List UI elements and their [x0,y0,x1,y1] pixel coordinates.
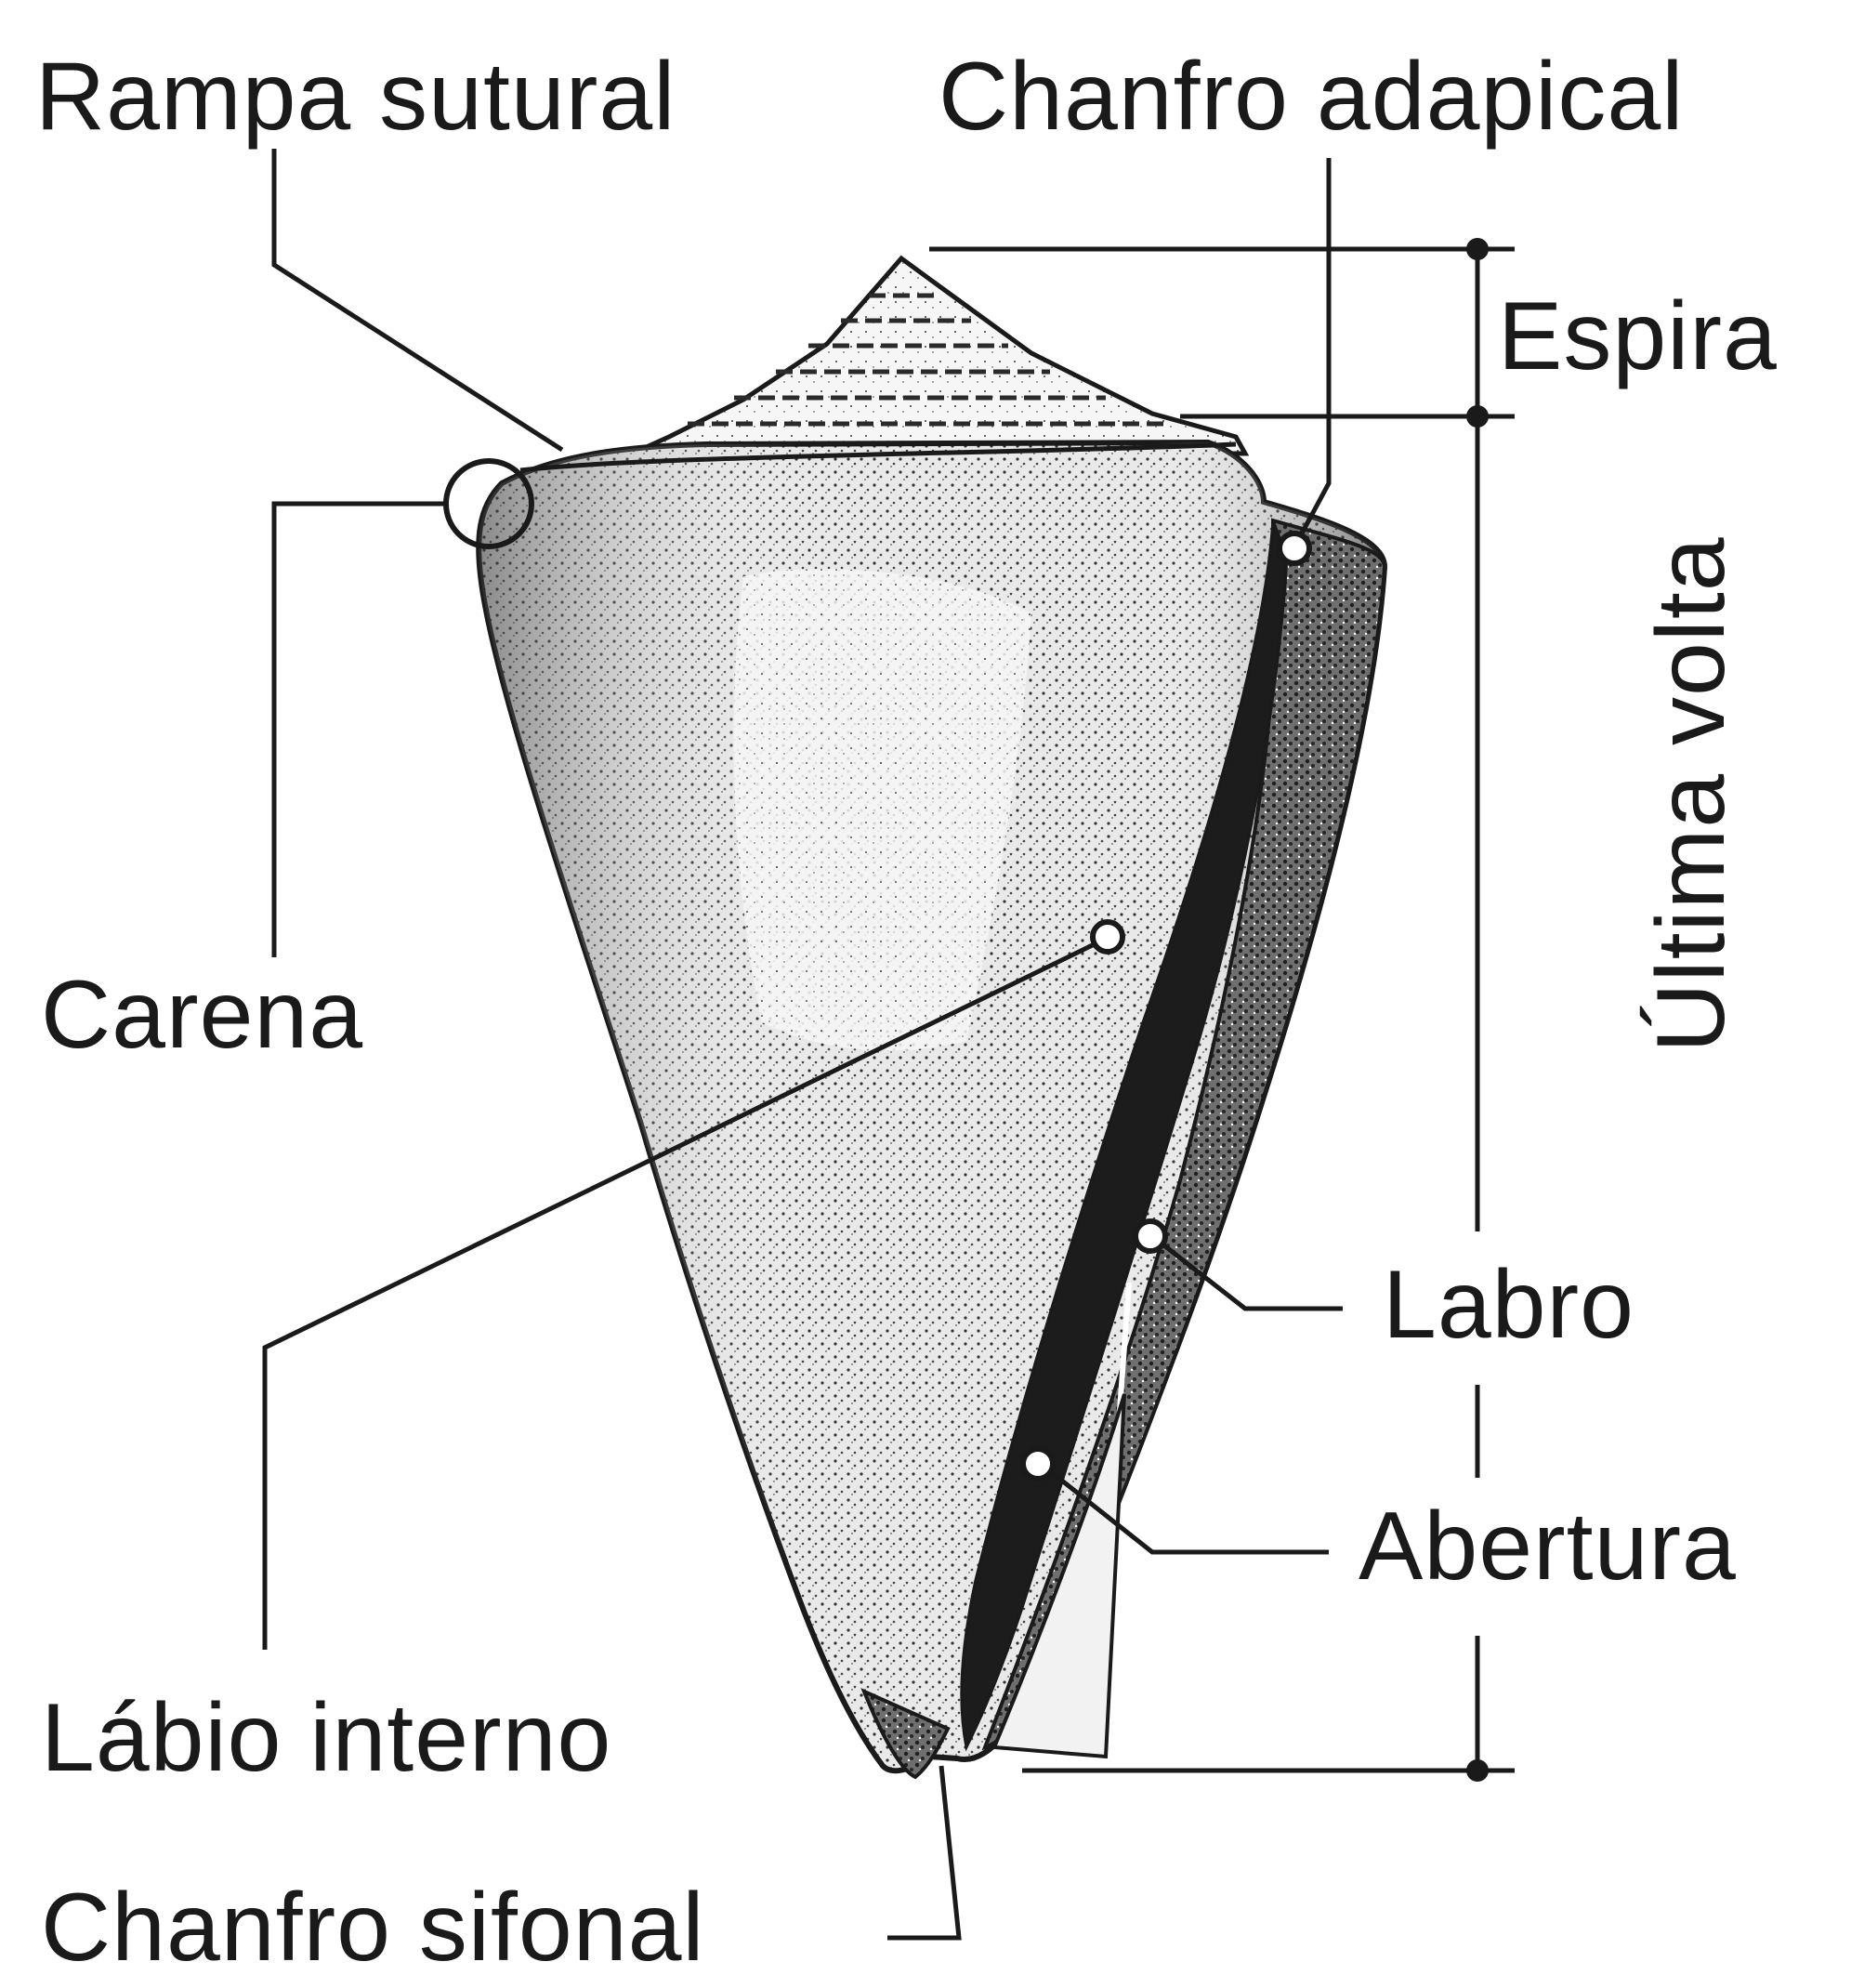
leader-rampa-sutural [274,149,562,450]
spire [632,258,1245,454]
tick-spire-base [1466,405,1489,428]
label-rampa-sutural: Rampa sutural [35,48,676,145]
label-espira: Espira [1498,288,1778,385]
label-chanfro-sifonal: Chanfro sifonal [41,1879,705,1976]
tick-bottom [1466,1759,1489,1782]
dot-chanfro-adapical [1280,533,1309,563]
label-labro: Labro [1383,1257,1634,1353]
dot-labro [1136,1221,1165,1251]
leader-chanfro-sifonal [887,1766,959,1938]
dot-labio-interno [1093,922,1122,952]
label-abertura: Abertura [1359,1498,1737,1595]
label-labio-interno: Lábio interno [41,1690,611,1786]
label-ultima-volta: Última volta [1643,536,1739,1052]
leader-carena [274,504,446,957]
label-chanfro-adapical: Chanfro adapical [939,48,1684,145]
tick-top [1466,238,1489,260]
dot-abertura [1023,1449,1053,1479]
label-carena: Carena [41,967,363,1063]
leader-chanfro-adapical [1296,158,1329,544]
